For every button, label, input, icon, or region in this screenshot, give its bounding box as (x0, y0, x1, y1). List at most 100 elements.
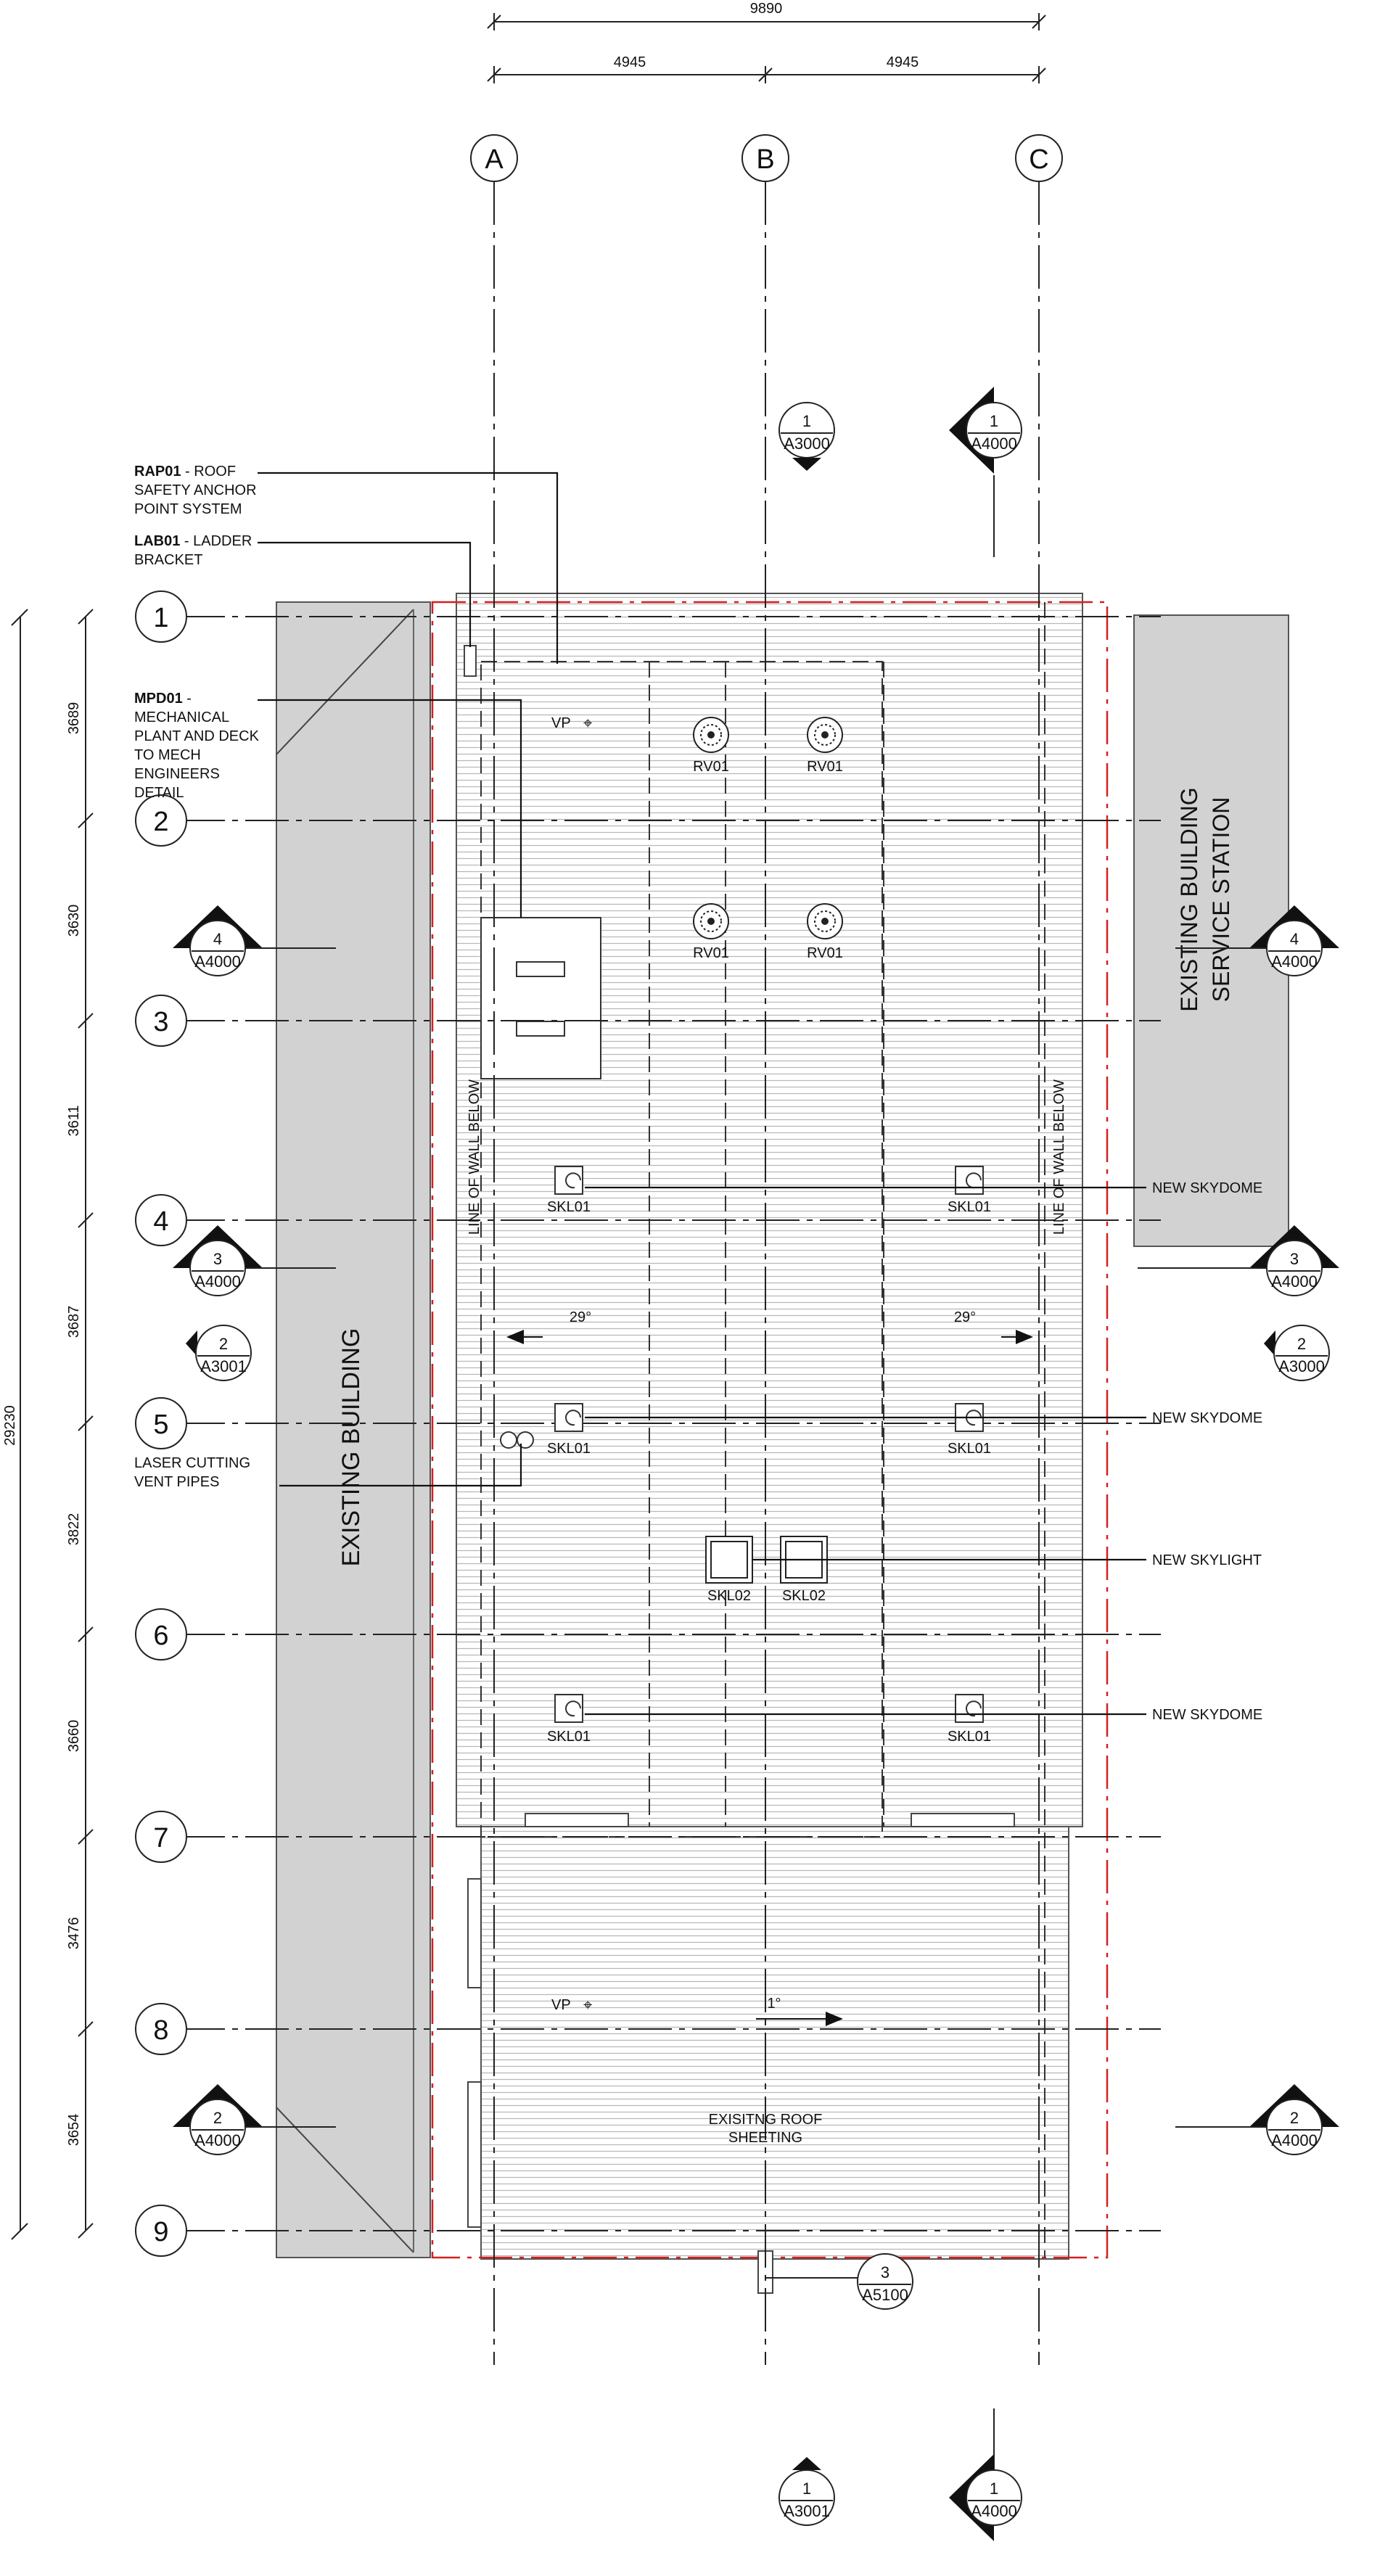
dim-row-2-3: 3630 (66, 905, 82, 937)
skl01-label-1: SKL01 (547, 1199, 591, 1215)
grid-row-5: 5 (153, 1410, 168, 1440)
roof-outline (431, 593, 1109, 2294)
dim-overall: 9890 (750, 1, 783, 17)
grid-row-2: 2 (153, 807, 168, 837)
callout-left-3-sheet: A4000 (194, 1272, 241, 1291)
skl02-label-2: SKL02 (782, 1588, 826, 1604)
new-skydome-note-2: NEW SKYDOME (1152, 1410, 1262, 1426)
callout-top-c-num: 1 (990, 412, 998, 430)
laser-note-2: VENT PIPES (134, 1474, 219, 1490)
dim-row-7-8: 3476 (66, 1917, 82, 1950)
roof-vent-icon (807, 717, 843, 753)
callout-bottom-c-sheet: A4000 (971, 2502, 1017, 2520)
callout-left-2-circle-num: 2 (219, 1335, 228, 1353)
callout-bottom-b-sheet: A3001 (784, 2502, 830, 2520)
new-skydome-note-3: NEW SKYDOME (1152, 1707, 1262, 1723)
grid-bubbles (135, 134, 1063, 2257)
dim-overall-vertical: 29230 (2, 1405, 18, 1446)
vp-label-1: VP (551, 715, 571, 731)
grid-col-a: A (485, 144, 504, 175)
lab01-note-2: BRACKET (134, 552, 202, 568)
roof-sheeting-label-2: SHEETING (728, 2130, 802, 2146)
skylight-icon (705, 1536, 753, 1584)
skl01-label-3: SKL01 (547, 1441, 591, 1457)
grid-row-3: 3 (153, 1007, 168, 1037)
section-callout-right-2: 2 A3000 (1264, 1325, 1330, 1381)
rv01-label-3: RV01 (693, 945, 729, 961)
existing-building-service-station: EXISTING BUILDING SERVICE STATION (1133, 614, 1289, 1247)
skydome-icon (955, 1166, 984, 1195)
skydome-icon (554, 1694, 583, 1723)
roof-vents (693, 717, 843, 939)
mpd01-note-6: DETAIL (134, 785, 184, 801)
pitch-label-low: 1° (767, 1996, 781, 2012)
roof-sheeting-label-1: EXISITNG ROOF (709, 2112, 823, 2128)
dim-row-4-5: 3687 (66, 1306, 82, 1338)
elevation-callout-left-2: 2 A4000 (173, 2084, 336, 2155)
elevation-callout-right-4: 4 A4000 (1175, 905, 1339, 976)
grid-row-1: 1 (153, 603, 168, 633)
section-callout-top-b: 1 A3000 (778, 402, 835, 471)
dim-bay-ab: 4945 (614, 54, 646, 70)
pitch-arrows (506, 1330, 1033, 2026)
rap01-note: RAP01 - ROOF (134, 464, 236, 480)
dim-bay-bc: 4945 (887, 54, 919, 70)
callout-left-2-num: 2 (213, 2109, 222, 2127)
vp-cross-icon: ⌖ (583, 714, 592, 732)
skl01-label-2: SKL01 (948, 1199, 991, 1215)
rv01-label-1: RV01 (693, 759, 729, 775)
dim-row-1-2: 3689 (66, 702, 82, 735)
dim-row-8-9: 3654 (66, 2114, 82, 2147)
callout-top-c-sheet: A4000 (971, 435, 1017, 453)
skl01-label-6: SKL01 (948, 1729, 991, 1745)
mpd01-note: MPD01 - (134, 691, 192, 707)
callout-right-3-sheet: A4000 (1271, 1272, 1318, 1291)
grid-lines (181, 181, 1161, 2365)
callout-top-b-sheet: A3000 (784, 435, 830, 453)
grid-row-4: 4 (153, 1206, 168, 1237)
callout-left-4-num: 4 (213, 930, 222, 948)
callout-detail-3-num: 3 (881, 2263, 889, 2281)
dim-row-5-6: 3822 (66, 1513, 82, 1546)
skl01-label-5: SKL01 (547, 1729, 591, 1745)
rap01-note-2: SAFETY ANCHOR (134, 482, 257, 498)
grid-row-7: 7 (153, 1823, 168, 1853)
top-dimensions (487, 13, 1046, 83)
callout-right-3-num: 3 (1290, 1250, 1299, 1268)
callout-right-2-circle-sheet: A3000 (1278, 1357, 1325, 1375)
callout-right-2-circle-num: 2 (1297, 1335, 1306, 1353)
existing-building-label: EXISTING BUILDING (337, 1328, 365, 1567)
vp-label-2: VP (551, 1997, 571, 2013)
callout-top-b-num: 1 (802, 412, 811, 430)
laser-note-1: LASER CUTTING (134, 1455, 250, 1471)
callout-left-2-sheet: A4000 (194, 2131, 241, 2149)
callout-right-2-num: 2 (1290, 2109, 1299, 2127)
service-station-label-1: EXISTING BUILDING (1176, 787, 1202, 1011)
skydome-icon (955, 1694, 984, 1723)
mpd01-note-5: ENGINEERS (134, 766, 220, 782)
callout-right-2-sheet: A4000 (1271, 2131, 1318, 2149)
rap01-note-3: POINT SYSTEM (134, 501, 242, 517)
skydome-icon (554, 1166, 583, 1195)
skydomes (554, 1166, 984, 1723)
elevation-callout-top-c: 1 A4000 (949, 387, 1022, 557)
roof-vent-icon (693, 903, 729, 939)
detail-callout-3: 3 A5100 (765, 2253, 913, 2310)
line-of-wall-right: LINE OF WALL BELOW (1051, 1079, 1067, 1235)
dim-row-3-4: 3611 (66, 1105, 82, 1136)
service-station-label-2: SERVICE STATION (1208, 797, 1234, 1003)
dim-row-6-7: 3660 (66, 1720, 82, 1753)
callout-detail-3-sheet: A5100 (862, 2286, 908, 2304)
line-of-wall-left: LINE OF WALL BELOW (467, 1079, 482, 1235)
leader-lines (258, 472, 1146, 1716)
callout-bottom-c-num: 1 (990, 2480, 998, 2498)
roof-vent-icon (807, 903, 843, 939)
new-skydome-note-1: NEW SKYDOME (1152, 1180, 1262, 1196)
elevation-callout-left-4: 4 A4000 (173, 905, 336, 976)
elevation-callout-bottom-c: 1 A4000 (949, 2408, 1022, 2541)
mpd01-note-3: PLANT AND DECK (134, 728, 260, 744)
elevation-callout-right-3: 3 A4000 (1138, 1225, 1339, 1296)
callout-right-4-sheet: A4000 (1271, 952, 1318, 971)
section-callout-left-2: 2 A3001 (186, 1325, 252, 1381)
